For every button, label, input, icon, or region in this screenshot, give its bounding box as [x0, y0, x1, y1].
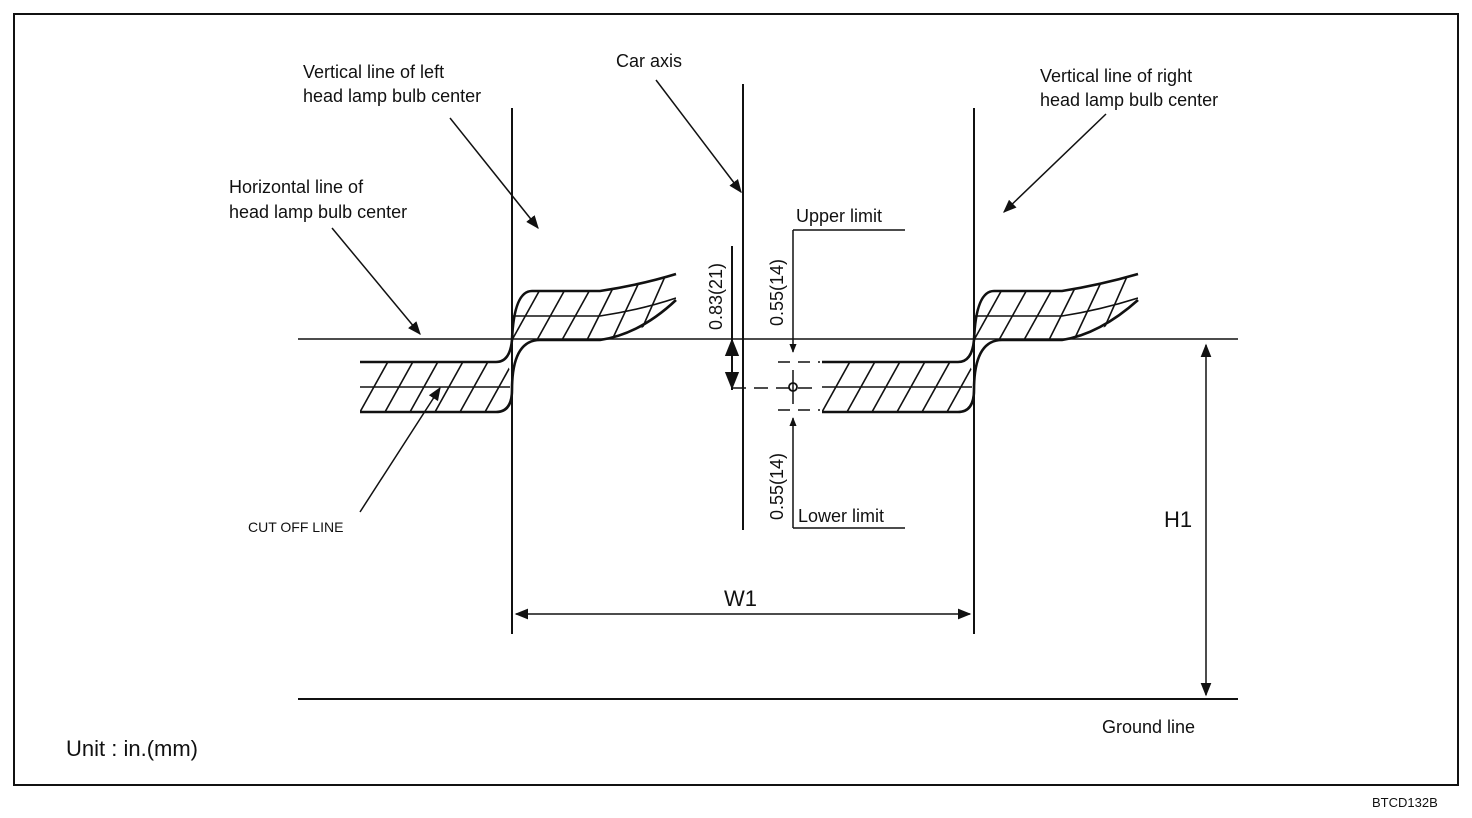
- left-vertical-leader: [449, 117, 539, 230]
- dimension-083-label: 0.83(21): [706, 263, 726, 330]
- aim-limits: [732, 229, 905, 529]
- figure-code: BTCD132B: [1372, 795, 1438, 810]
- cut-off-leader: [359, 386, 441, 513]
- left-beam-pattern: [360, 272, 677, 414]
- horizontal-line-label: Horizontal line of head lamp bulb center: [229, 177, 407, 222]
- upper-limit-label: Upper limit: [796, 206, 882, 226]
- right-beam-pattern: [822, 272, 1139, 414]
- car-axis-leader: [655, 79, 742, 194]
- horizontal-leader: [331, 227, 421, 336]
- ground-line-label: Ground line: [1102, 717, 1195, 737]
- lower-limit-label: Lower limit: [798, 506, 884, 526]
- right-vertical-label: Vertical line of right head lamp bulb ce…: [1040, 66, 1218, 110]
- cut-off-line-label: CUT OFF LINE: [248, 519, 343, 535]
- right-vertical-leader: [1003, 113, 1107, 213]
- left-vertical-label: Vertical line of left head lamp bulb cen…: [303, 62, 481, 106]
- w1-label: W1: [724, 586, 757, 611]
- unit-label: Unit : in.(mm): [66, 736, 198, 761]
- car-axis-label: Car axis: [616, 51, 682, 71]
- dimension-055-upper-label: 0.55(14): [767, 259, 787, 326]
- h1-label: H1: [1164, 507, 1192, 532]
- figure-frame: [13, 13, 1459, 786]
- dimension-055-lower-label: 0.55(14): [767, 453, 787, 520]
